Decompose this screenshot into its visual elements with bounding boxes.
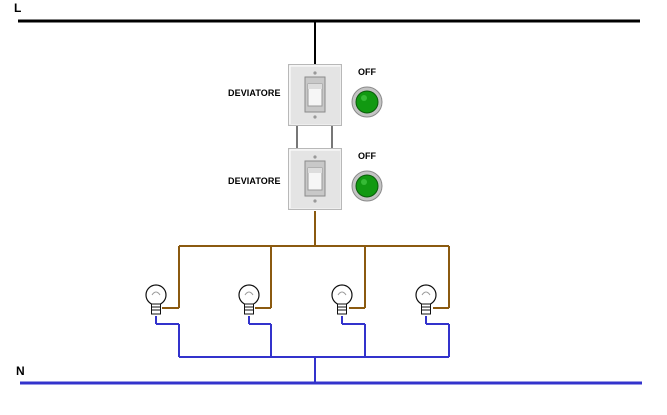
switch-plate-icon (288, 148, 342, 210)
light-bulb-icon (330, 283, 354, 317)
light-bulb-icon (237, 283, 261, 317)
two-way-switch-2[interactable] (288, 148, 342, 210)
status-lamp-icon (351, 86, 383, 118)
switch-2-indicator[interactable] (351, 170, 383, 202)
light-bulb-icon (414, 283, 438, 317)
switch-plate-icon (288, 64, 342, 126)
live-distribution (162, 211, 450, 309)
two-way-switch-1[interactable] (288, 64, 342, 126)
light-bulb-icon (144, 283, 168, 317)
neutral-distribution (155, 316, 450, 383)
switch-1-label: DEVIATORE (228, 88, 281, 98)
line-rail-label: L (14, 1, 22, 15)
switch-1-indicator[interactable] (351, 86, 383, 118)
neutral-rail-label: N (16, 364, 25, 378)
status-lamp-icon (351, 170, 383, 202)
switch-2-state-label: OFF (358, 151, 376, 161)
switch-1-state-label: OFF (358, 67, 376, 77)
switch-2-label: DEVIATORE (228, 176, 281, 186)
